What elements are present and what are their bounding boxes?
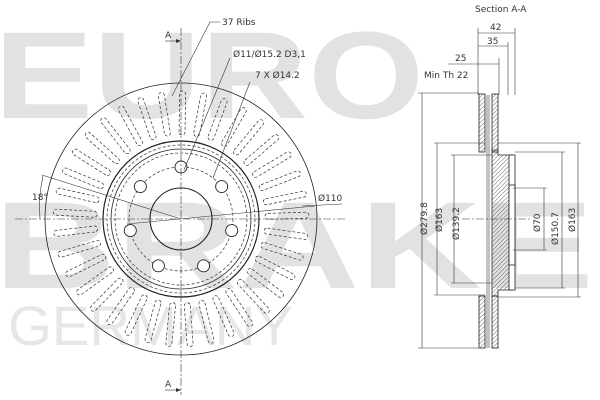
dim-163-right: Ø163 <box>567 208 578 232</box>
pcd-dimension-line <box>126 205 316 225</box>
ribs-leader <box>171 21 220 97</box>
bolt-pattern-leader <box>212 81 251 179</box>
hole-spec-leader <box>183 57 231 171</box>
watermark-germany: GERMANY <box>8 294 293 357</box>
section-title: Section A-A <box>475 5 527 15</box>
hole-spec-label: Ø11/Ø15.2 D3,1 <box>233 49 306 60</box>
dim-35: 35 <box>487 37 498 47</box>
dim-150: Ø150.7 <box>550 212 561 245</box>
section-marker-bottom: A <box>165 380 172 390</box>
section-view: Section A-A 42 35 25 Min Th 22 Ø279.8 Ø1… <box>418 5 581 349</box>
dim-279: Ø279.8 <box>419 202 430 235</box>
ribs-label: 37 Ribs <box>222 18 256 28</box>
dim-163-left: Ø163 <box>434 208 445 232</box>
pcd-label: Ø110 <box>318 193 343 204</box>
dim-25: 25 <box>455 54 466 64</box>
front-view: A A 37 Ribs Ø11/Ø15.2 D3,1 7 X Ø14.2 18°… <box>15 18 345 395</box>
angle-ray <box>41 174 182 220</box>
angle-label: 18° <box>32 193 48 203</box>
dim-139: Ø139.2 <box>451 207 462 240</box>
watermark-euro: EURO <box>0 7 424 145</box>
min-thickness: Min Th 22 <box>424 71 468 81</box>
hub-ring-2 <box>110 148 252 290</box>
dim-70: Ø70 <box>532 213 543 232</box>
section-marker-top: A <box>165 31 172 41</box>
cooling-ribs <box>52 90 310 348</box>
bolt-holes <box>123 160 239 273</box>
dim-42: 42 <box>490 23 501 33</box>
angle-arc <box>39 175 44 220</box>
bolt-pattern-label: 7 X Ø14.2 <box>255 70 300 81</box>
